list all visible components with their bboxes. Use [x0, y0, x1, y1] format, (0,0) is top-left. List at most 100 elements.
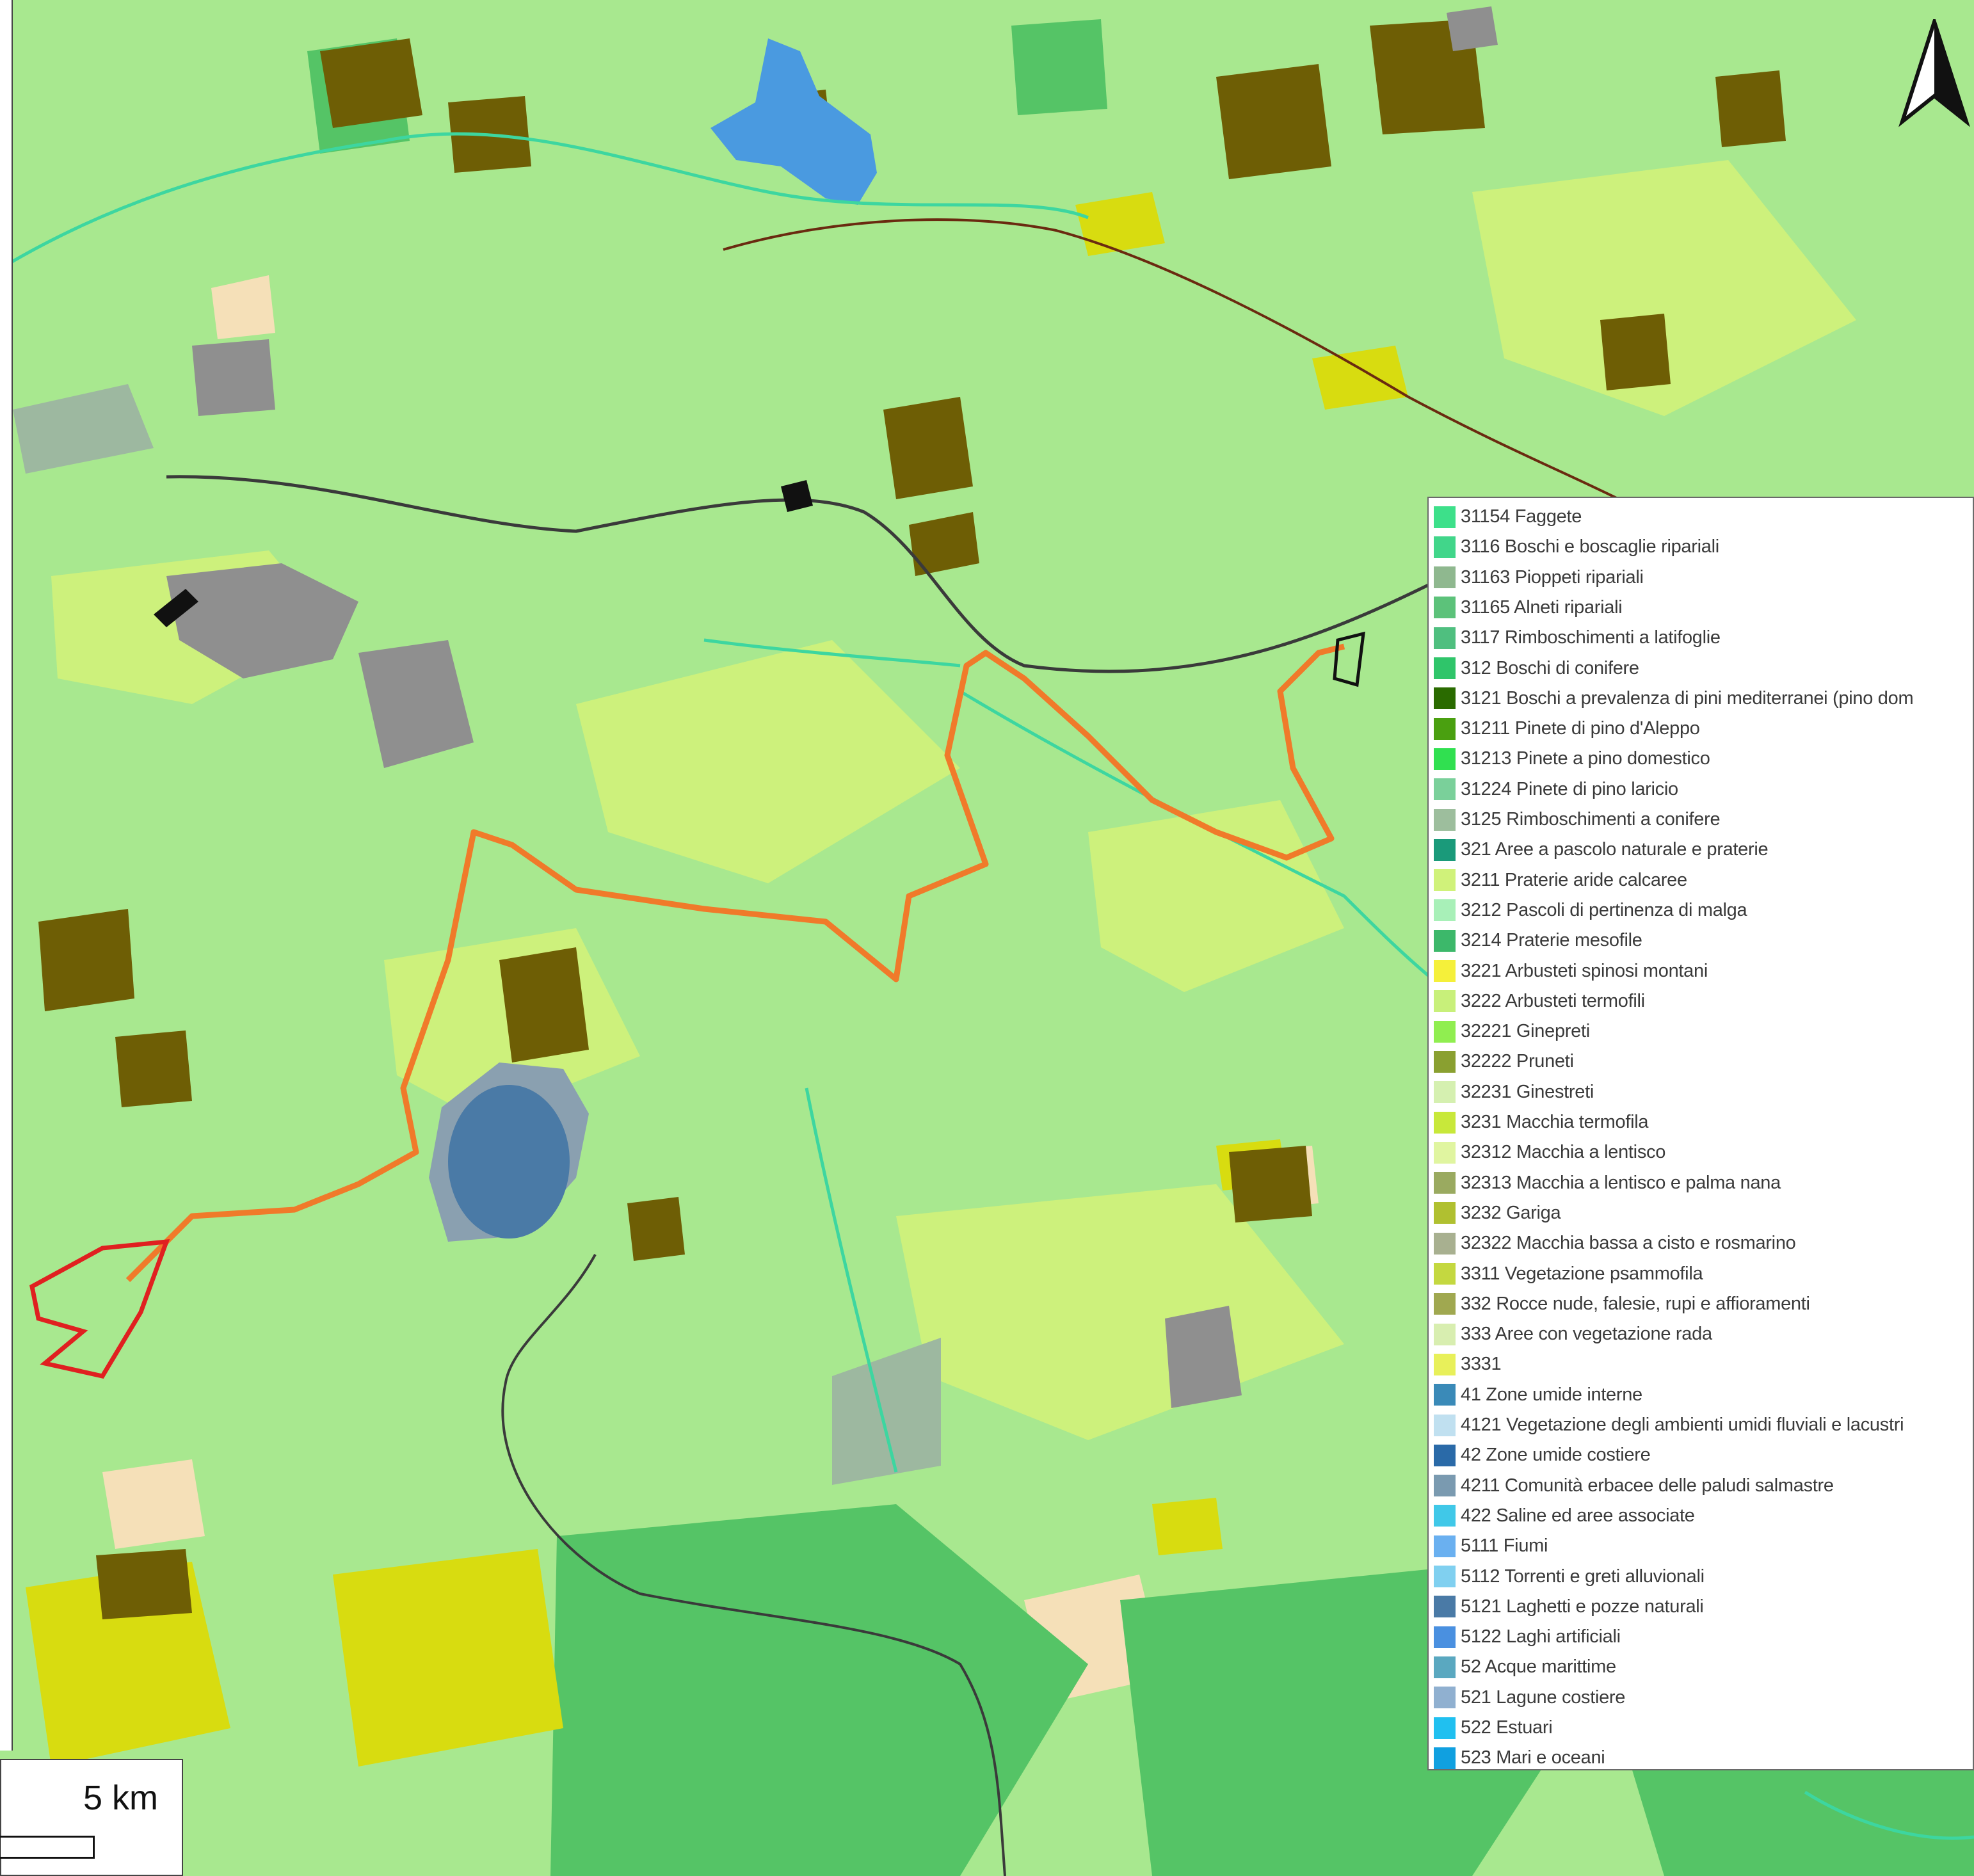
legend-swatch — [1434, 1050, 1456, 1073]
legend-item: 31165 Alneti ripariali — [1429, 593, 1623, 623]
legend-item: 41 Zone umide interne — [1429, 1380, 1642, 1410]
legend-swatch — [1434, 1293, 1456, 1315]
legend-label: 32313 Macchia a lentisco e palma nana — [1461, 1172, 1781, 1193]
legend-item: 333 Aree con vegetazione rada — [1429, 1319, 1712, 1349]
legend-swatch — [1434, 627, 1456, 649]
legend-item: 3121 Boschi a prevalenza di pini mediter… — [1429, 684, 1914, 714]
legend-label: 3211 Praterie aride calcaree — [1461, 869, 1687, 890]
legend-item: 3214 Praterie mesofile — [1429, 926, 1642, 956]
legend-label: 41 Zone umide interne — [1461, 1384, 1642, 1405]
legend-item: 32322 Macchia bassa a cisto e rosmarino — [1429, 1228, 1796, 1258]
legend-swatch — [1434, 1172, 1456, 1194]
legend-item: 4121 Vegetazione degli ambienti umidi fl… — [1429, 1410, 1904, 1440]
legend-swatch — [1434, 1444, 1456, 1466]
legend-item: 3117 Rimboschimenti a latifoglie — [1429, 623, 1721, 653]
legend-swatch — [1434, 1111, 1456, 1134]
legend-item: 312 Boschi di conifere — [1429, 653, 1639, 684]
legend-item: 32222 Pruneti — [1429, 1046, 1574, 1077]
legend-item: 32231 Ginestreti — [1429, 1077, 1594, 1107]
legend-label: 3221 Arbusteti spinosi montani — [1461, 960, 1708, 981]
legend-item: 31163 Pioppeti ripariali — [1429, 563, 1644, 593]
map-frame-left-upper — [0, 0, 13, 518]
legend-label: 5122 Laghi artificiali — [1461, 1626, 1621, 1648]
legend-item: 523 Mari e oceani — [1429, 1743, 1605, 1769]
legend-swatch — [1434, 1717, 1456, 1739]
legend-item: 3222 Arbusteti termofili — [1429, 986, 1645, 1016]
legend-item: 3231 Macchia termofila — [1429, 1107, 1649, 1137]
legend-label: 32222 Pruneti — [1461, 1051, 1574, 1072]
town-marker-black-west — [154, 589, 198, 627]
legend-swatch — [1434, 778, 1456, 801]
legend-item: 32312 Macchia a lentisco — [1429, 1137, 1665, 1167]
legend-label: 32231 Ginestreti — [1461, 1081, 1594, 1102]
scale-label: 5 km — [83, 1779, 159, 1817]
legend-item: 5122 Laghi artificiali — [1429, 1622, 1621, 1652]
north-arrow-icon — [1898, 19, 1970, 127]
legend-label: 523 Mari e oceani — [1461, 1747, 1605, 1768]
legend-item: 42 Zone umide costiere — [1429, 1440, 1651, 1470]
legend-label: 32312 Macchia a lentisco — [1461, 1142, 1666, 1163]
legend-swatch — [1434, 838, 1456, 861]
legend-label: 3125 Rimboschimenti a conifere — [1461, 809, 1721, 830]
legend-label: 3116 Boschi e boscaglie ripariali — [1461, 536, 1719, 557]
legend-item: 4211 Comunità erbacee delle paludi salma… — [1429, 1471, 1834, 1501]
legend-item: 422 Saline ed aree associate — [1429, 1501, 1695, 1531]
study-route-orange — [125, 643, 1345, 1283]
legend-label: 42 Zone umide costiere — [1461, 1445, 1651, 1466]
legend-label: 312 Boschi di conifere — [1461, 657, 1639, 678]
grey-green-areas — [13, 384, 941, 1485]
legend-item: 3125 Rimboschimenti a conifere — [1429, 805, 1721, 835]
legend-item: 5111 Fiumi — [1429, 1531, 1548, 1561]
legend-item: 3311 Vegetazione psammofila — [1429, 1259, 1703, 1289]
legend-swatch — [1434, 718, 1456, 740]
legend-swatch — [1434, 1535, 1456, 1557]
legend-label: 31213 Pinete a pino domestico — [1461, 748, 1710, 769]
legend-item: 32221 Ginepreti — [1429, 1016, 1590, 1046]
legend-swatch — [1434, 1232, 1456, 1255]
legend-label: 4121 Vegetazione degli ambienti umidi fl… — [1461, 1415, 1904, 1435]
roads — [166, 218, 1633, 1876]
legend-item: 332 Rocce nude, falesie, rupi e affioram… — [1429, 1289, 1810, 1319]
legend-item: 31211 Pinete di pino d'Aleppo — [1429, 714, 1700, 744]
legend-swatch — [1434, 1020, 1456, 1043]
legend-swatch — [1434, 869, 1456, 892]
legend-swatch — [1434, 1656, 1456, 1678]
legend-label: 32221 Ginepreti — [1461, 1021, 1590, 1042]
legend-swatch — [1434, 960, 1456, 982]
legend-label: 3121 Boschi a prevalenza di pini mediter… — [1461, 687, 1914, 709]
legend-label: 31163 Pioppeti ripariali — [1461, 566, 1644, 588]
legend-label: 32322 Macchia bassa a cisto e rosmarino — [1461, 1233, 1796, 1254]
legend-item: 32313 Macchia a lentisco e palma nana — [1429, 1168, 1781, 1198]
study-area-red-outline — [29, 1239, 170, 1379]
legend-label: 3231 Macchia termofila — [1461, 1112, 1649, 1132]
map-frame-left-lower — [0, 518, 13, 1751]
legend-item: 3221 Arbusteti spinosi montani — [1429, 956, 1708, 986]
legend-label: 332 Rocce nude, falesie, rupi e affioram… — [1461, 1293, 1810, 1314]
legend-item: 3212 Pascoli di pertinenza di malga — [1429, 895, 1747, 926]
legend-swatch — [1434, 1081, 1456, 1103]
legend-label: 521 Lagune costiere — [1461, 1687, 1626, 1708]
legend-label: 3311 Vegetazione psammofila — [1461, 1263, 1703, 1284]
reservoir-lake — [710, 38, 877, 205]
legend-label: 5112 Torrenti e greti alluvionali — [1461, 1566, 1705, 1587]
legend-swatch — [1434, 1141, 1456, 1164]
legend-label: 3232 Gariga — [1461, 1202, 1561, 1223]
legend-label: 422 Saline ed aree associate — [1461, 1505, 1695, 1526]
scale-bar-box: 5 km — [0, 1759, 183, 1876]
legend-swatch — [1434, 808, 1456, 831]
legend-item: 3116 Boschi e boscaglie ripariali — [1429, 532, 1719, 562]
legend-swatch — [1434, 1687, 1456, 1709]
legend-label: 3222 Arbusteti termofili — [1461, 990, 1645, 1011]
legend-item: 5121 Laghetti e pozze naturali — [1429, 1592, 1704, 1622]
legend-item: 5112 Torrenti e greti alluvionali — [1429, 1562, 1705, 1592]
legend-swatch — [1434, 1566, 1456, 1587]
legend-swatch — [1434, 536, 1456, 558]
legend-item: 31224 Pinete di pino laricio — [1429, 774, 1678, 805]
legend-swatch — [1434, 566, 1456, 589]
legend-label: 333 Aree con vegetazione rada — [1461, 1324, 1712, 1345]
legend-label: 31211 Pinete di pino d'Aleppo — [1461, 718, 1700, 739]
legend-label: 522 Estuari — [1461, 1717, 1553, 1738]
legend-swatch — [1434, 1475, 1456, 1497]
legend-item: 522 Estuari — [1429, 1713, 1553, 1743]
